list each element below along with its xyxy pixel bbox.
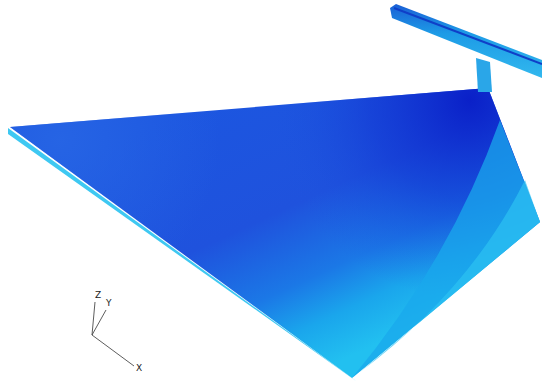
support-bar — [390, 4, 542, 78]
axis-label: Z — [95, 290, 101, 300]
support-bar — [394, 8, 542, 64]
plate-contour — [352, 120, 540, 378]
plate-contour — [360, 180, 540, 372]
axis-label: Y — [106, 298, 112, 308]
plate-contour — [10, 88, 540, 378]
axis-line — [92, 335, 134, 366]
axis-line — [92, 310, 106, 335]
axis-label: X — [136, 363, 142, 373]
plate-contour — [10, 88, 540, 378]
plate-surface — [10, 88, 540, 378]
support-bar — [476, 58, 492, 92]
